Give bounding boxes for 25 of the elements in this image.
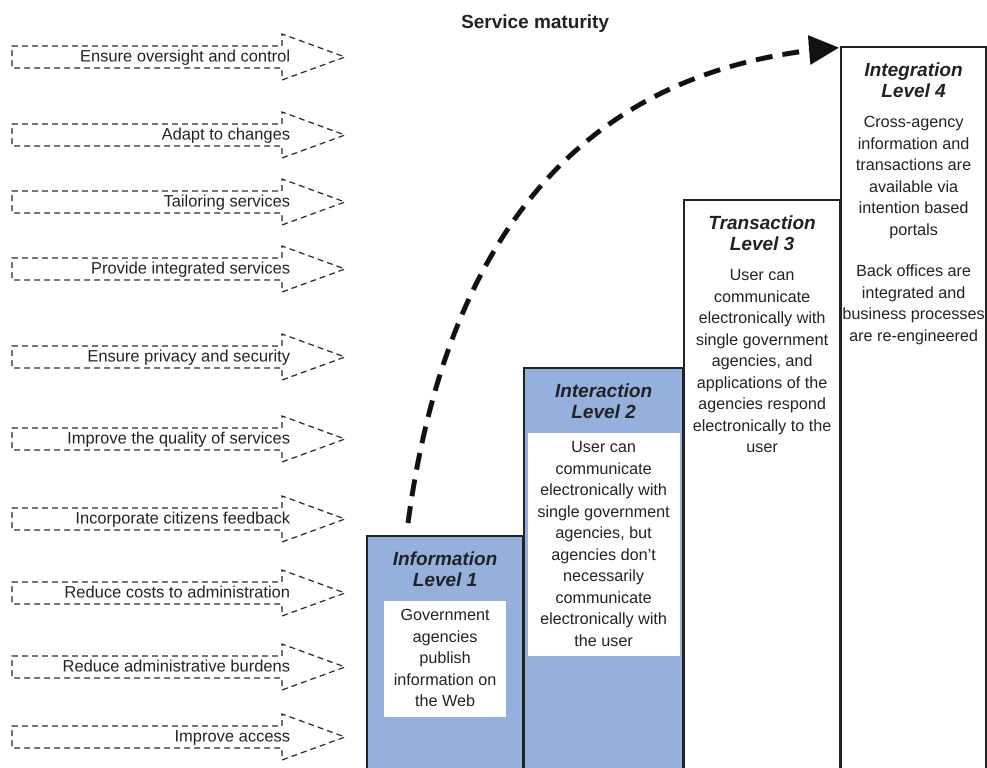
goal-label: Improve access bbox=[174, 728, 290, 746]
level-description: User can communicate electronically with single government agencies, and applications of the agencies respond electronically to the user bbox=[692, 265, 832, 458]
level-heading: Integration Level 4 bbox=[863, 60, 964, 102]
level-description: Cross-agency information and transactions are available via intention based portals bbox=[854, 112, 972, 240]
level-column bbox=[683, 199, 841, 768]
goal-label: Improve the quality of services bbox=[67, 430, 290, 448]
level-heading: Information Level 1 bbox=[392, 549, 498, 591]
goal-label: Tailoring services bbox=[163, 192, 290, 212]
goal-label: Adapt to changes bbox=[162, 126, 290, 144]
goal-label: Reduce costs to administration bbox=[64, 584, 290, 602]
goal-label: Incorporate citizens feedback bbox=[75, 510, 290, 528]
level-description: Back offices are integrated and business processes are re-engineered bbox=[842, 261, 985, 346]
level-heading: Transaction Level 3 bbox=[707, 213, 817, 255]
goal-label: Reduce administrative burdens bbox=[62, 658, 290, 676]
level-column bbox=[840, 46, 987, 768]
level-heading: Interaction Level 2 bbox=[554, 381, 654, 423]
diagram-title: Service maturity bbox=[460, 12, 610, 34]
description-box: User can communicate electronically with single government agencies, but agencies don’t necessarily communicate electronically with the user bbox=[528, 433, 680, 656]
goal-label: Provide integrated services bbox=[90, 260, 290, 278]
level-column bbox=[366, 535, 524, 768]
description-box: Government agencies publish information on the Web bbox=[384, 601, 506, 716]
goal-label: Ensure oversight and control bbox=[80, 48, 290, 66]
dashed-curved-arrow bbox=[406, 36, 839, 524]
goal-label: Ensure privacy and security bbox=[87, 348, 290, 366]
level-column bbox=[523, 367, 684, 768]
